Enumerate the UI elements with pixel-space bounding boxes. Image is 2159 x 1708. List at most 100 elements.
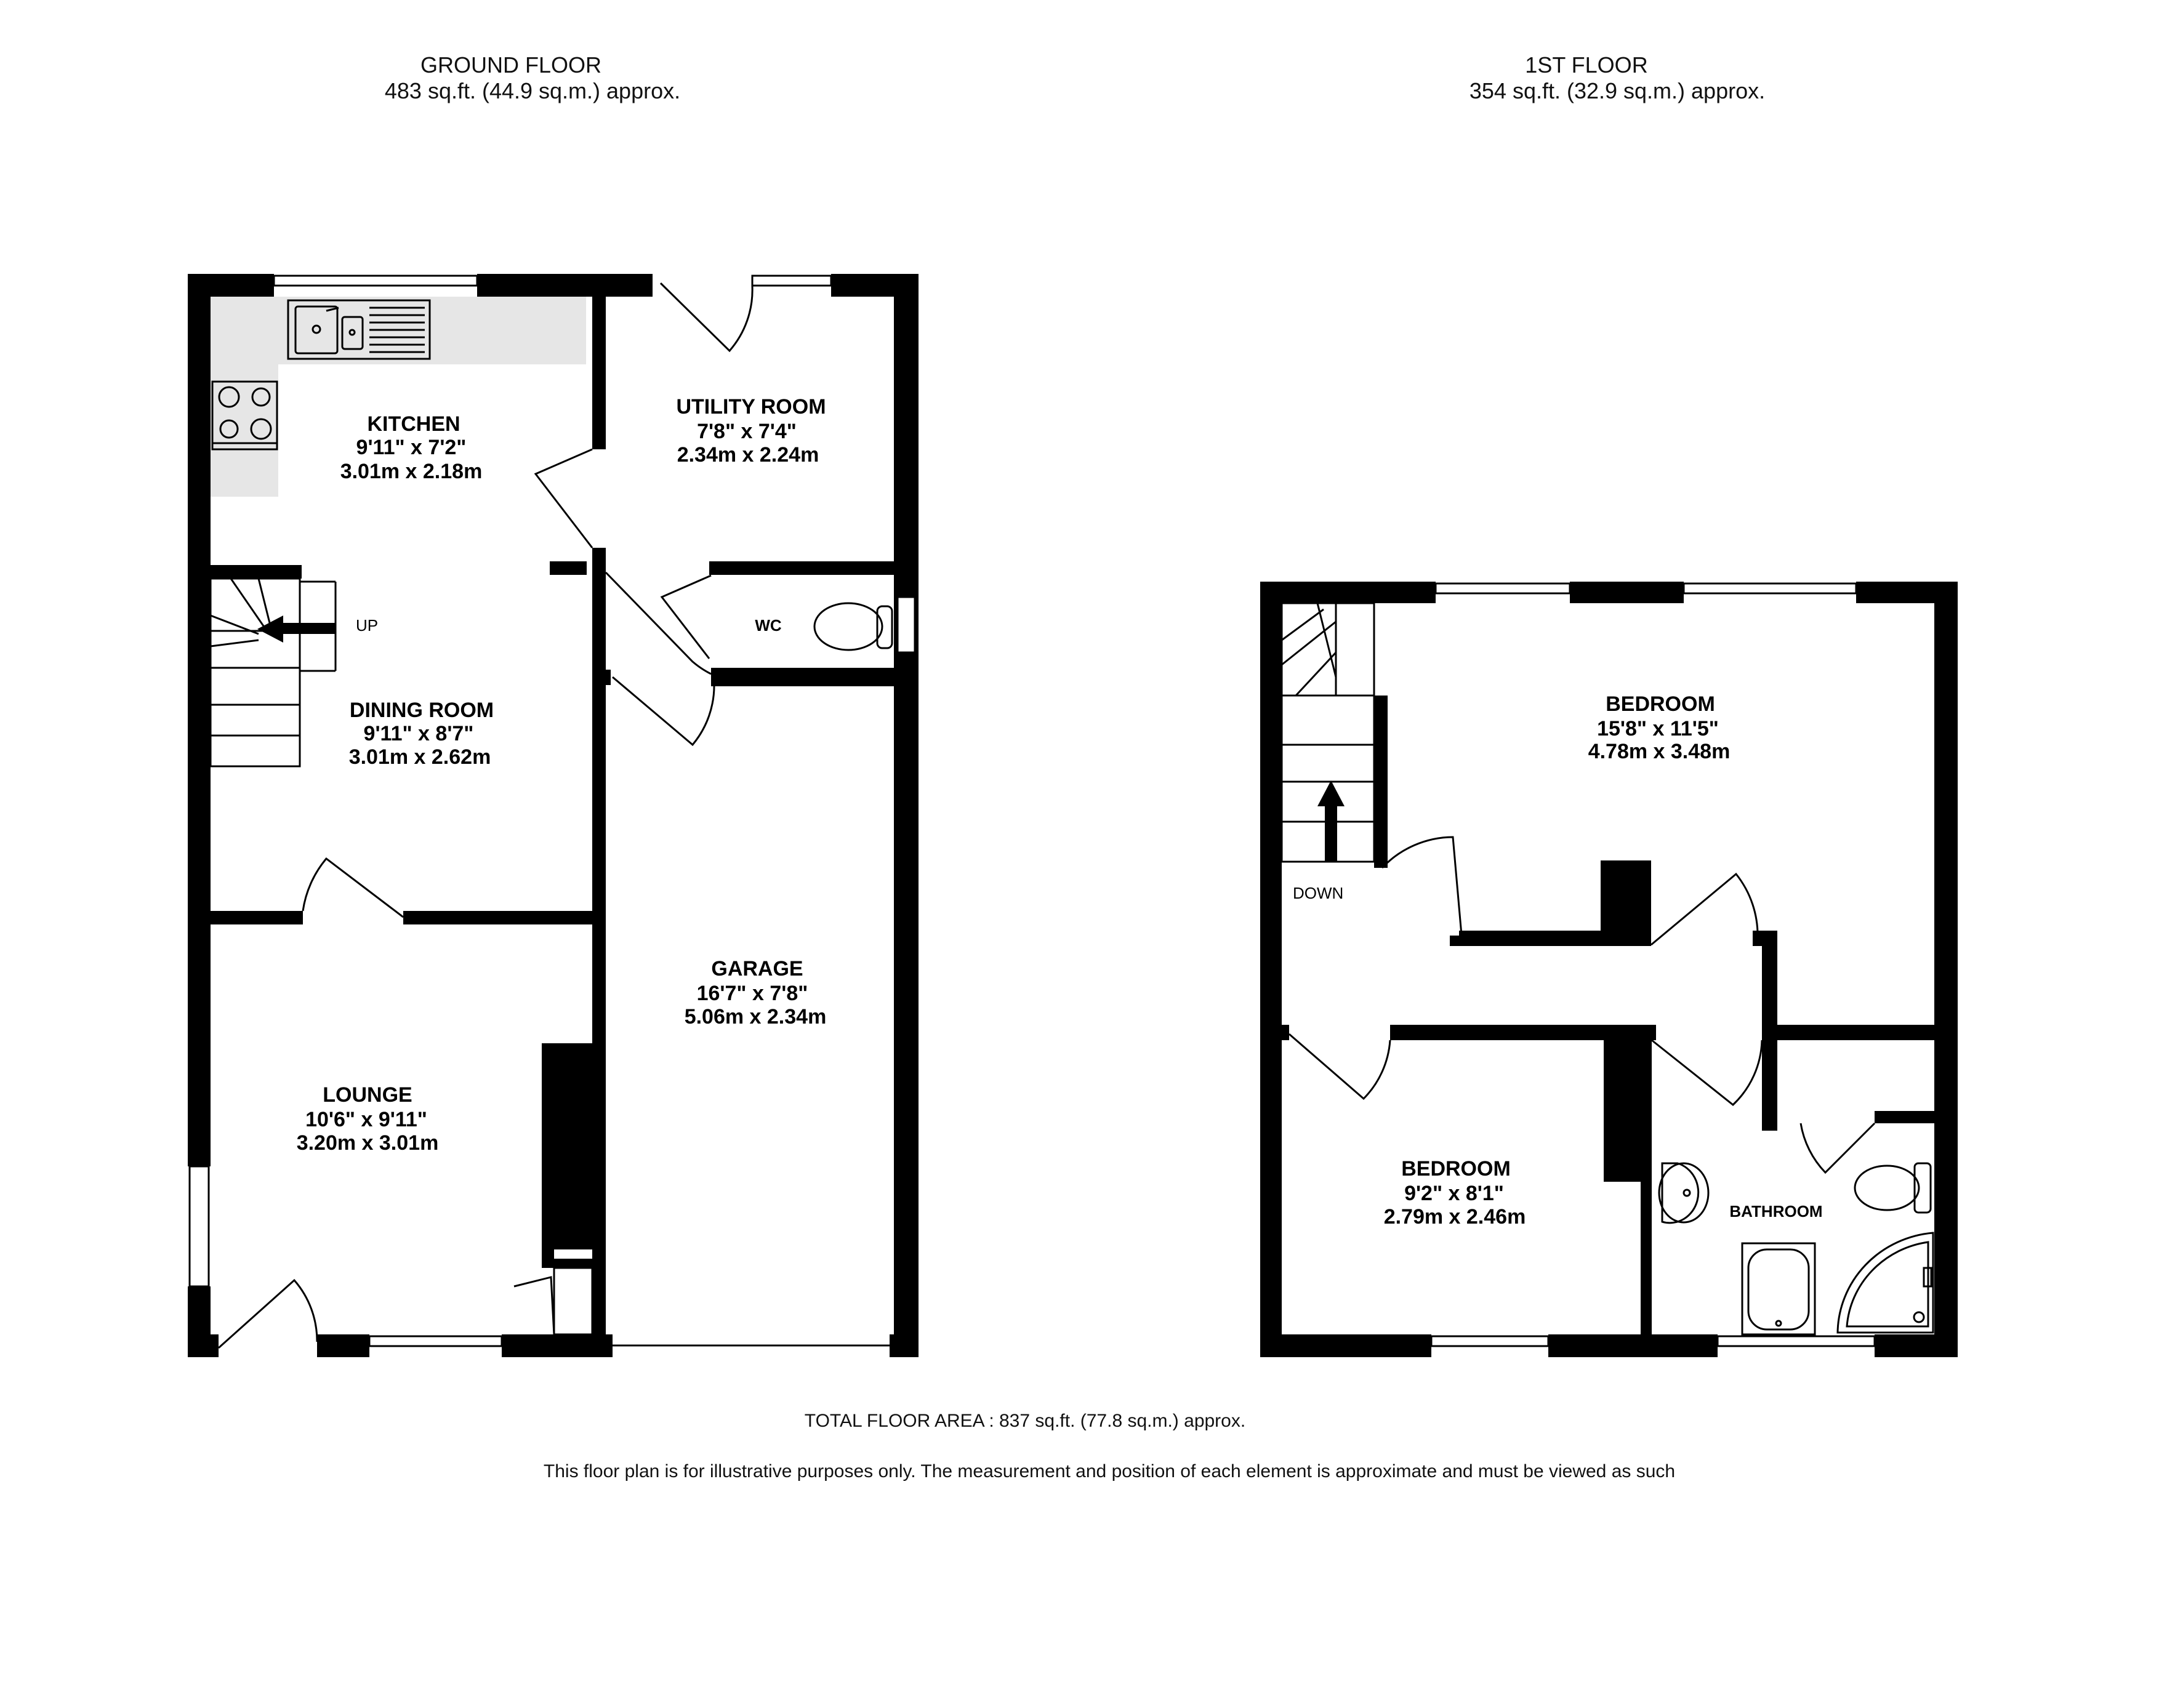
door-swing xyxy=(1289,1033,1391,1101)
wall xyxy=(894,274,919,1357)
window xyxy=(368,1335,503,1347)
wall xyxy=(1260,582,1282,1357)
kitchen-name: KITCHEN xyxy=(367,412,460,436)
kitchen-sink xyxy=(287,299,431,360)
wall xyxy=(1260,582,1377,603)
utility-metric: 2.34m x 2.24m xyxy=(677,443,819,467)
door-swing xyxy=(659,282,754,353)
wall xyxy=(603,670,611,685)
bathroom-name: BATHROOM xyxy=(1729,1202,1822,1221)
door-swing xyxy=(1651,1039,1763,1106)
lounge-name: LOUNGE xyxy=(323,1083,412,1107)
first-floor-title: 1ST FLOOR xyxy=(1525,52,1647,78)
wall xyxy=(890,1334,919,1357)
kitchen-counter-side xyxy=(211,364,278,497)
utility-name: UTILITY ROOM xyxy=(676,395,826,419)
wall xyxy=(542,1259,592,1268)
door-swing xyxy=(513,1276,555,1335)
window xyxy=(273,275,478,287)
utility-imperial: 7'8" x 7'4" xyxy=(697,420,797,443)
window xyxy=(1683,582,1857,595)
wall xyxy=(1934,582,1958,1357)
window xyxy=(188,1165,210,1288)
wall xyxy=(1604,1025,1641,1182)
wall xyxy=(1282,1025,1289,1040)
wall xyxy=(1377,582,1436,603)
wall xyxy=(550,561,587,575)
door-swing xyxy=(605,571,712,675)
wall xyxy=(403,911,592,924)
wall xyxy=(1374,696,1388,868)
bedroom1-imperial: 15'8" x 11'5" xyxy=(1597,717,1719,740)
chimney-breast xyxy=(542,1043,592,1249)
dining-name: DINING ROOM xyxy=(350,699,494,722)
wall xyxy=(1641,1025,1652,1357)
window xyxy=(1430,1335,1550,1347)
wall xyxy=(1260,1334,1431,1357)
dining-metric: 3.01m x 2.62m xyxy=(349,745,491,769)
first-floor-area: 354 sq.ft. (32.9 sq.m.) approx. xyxy=(1469,78,1765,103)
wall xyxy=(1875,1111,1958,1123)
bathroom-bath xyxy=(1741,1242,1816,1336)
lounge-metric: 3.20m x 3.01m xyxy=(297,1131,439,1155)
bedroom1-metric: 4.78m x 3.48m xyxy=(1588,740,1731,763)
wall xyxy=(711,668,894,686)
kitchen-imperial: 9'11" x 7'2" xyxy=(356,436,467,459)
first-floor-plan: DOWN xyxy=(1260,582,1958,1357)
door-swing xyxy=(534,448,593,548)
kitchen-metric: 3.01m x 2.18m xyxy=(340,460,483,483)
bedroom1-name: BEDROOM xyxy=(1606,692,1715,716)
dining-imperial: 9'11" x 8'7" xyxy=(364,722,474,745)
wall xyxy=(1548,1334,1718,1357)
ground-floor-title: GROUND FLOOR xyxy=(420,52,601,78)
wc-toilet xyxy=(813,602,893,651)
ground-floor-plan: UP xyxy=(188,274,919,1357)
bedroom2-metric: 2.79m x 2.46m xyxy=(1384,1205,1526,1229)
wall xyxy=(477,274,653,297)
wall xyxy=(1762,1025,1958,1040)
stairs-up-label: UP xyxy=(356,616,378,635)
window xyxy=(1434,582,1571,595)
wall xyxy=(1875,1334,1958,1357)
wall xyxy=(709,561,894,575)
ground-stairs xyxy=(209,577,337,768)
stairs-down-label: DOWN xyxy=(1293,884,1343,902)
first-stairs xyxy=(1281,602,1375,863)
wall xyxy=(592,274,606,449)
wc-name: WC xyxy=(755,616,782,635)
total-floor-area: TOTAL FLOOR AREA : 837 sq.ft. (77.8 sq.m… xyxy=(805,1411,1245,1431)
door-swing xyxy=(1650,872,1759,946)
wall xyxy=(1570,582,1684,603)
garage-metric: 5.06m x 2.34m xyxy=(685,1005,827,1028)
door-swing xyxy=(302,857,404,918)
lounge-imperial: 10'6" x 9'11" xyxy=(305,1108,427,1131)
wall xyxy=(211,911,303,924)
wall xyxy=(592,548,606,1357)
wall xyxy=(317,1334,369,1357)
garage-name: GARAGE xyxy=(711,957,803,980)
wall xyxy=(211,565,302,579)
wall xyxy=(1450,936,1462,946)
stairs-down-arrow xyxy=(1317,780,1345,862)
chimney-stack xyxy=(1601,860,1651,934)
ground-floor-area: 483 sq.ft. (44.9 sq.m.) approx. xyxy=(385,78,680,103)
window xyxy=(1716,1335,1876,1347)
stairs-up-arrow xyxy=(257,615,336,643)
wall xyxy=(188,1334,219,1357)
kitchen-hob xyxy=(211,380,278,451)
door-swing xyxy=(218,1278,318,1349)
bathroom-toilet xyxy=(1854,1162,1932,1214)
cupboard xyxy=(553,1267,593,1336)
door-swing xyxy=(1381,836,1463,942)
bathroom-shower xyxy=(1836,1232,1934,1334)
bathroom-basin xyxy=(1658,1162,1710,1224)
door-swing xyxy=(1799,1122,1876,1174)
wall xyxy=(188,274,211,1166)
window xyxy=(896,596,916,654)
disclaimer: This floor plan is for illustrative purp… xyxy=(544,1461,1675,1481)
garage-imperial: 16'7" x 7'8" xyxy=(697,982,808,1005)
window xyxy=(751,275,832,287)
bedroom2-name: BEDROOM xyxy=(1401,1157,1511,1181)
bedroom2-imperial: 9'2" x 8'1" xyxy=(1404,1182,1504,1205)
